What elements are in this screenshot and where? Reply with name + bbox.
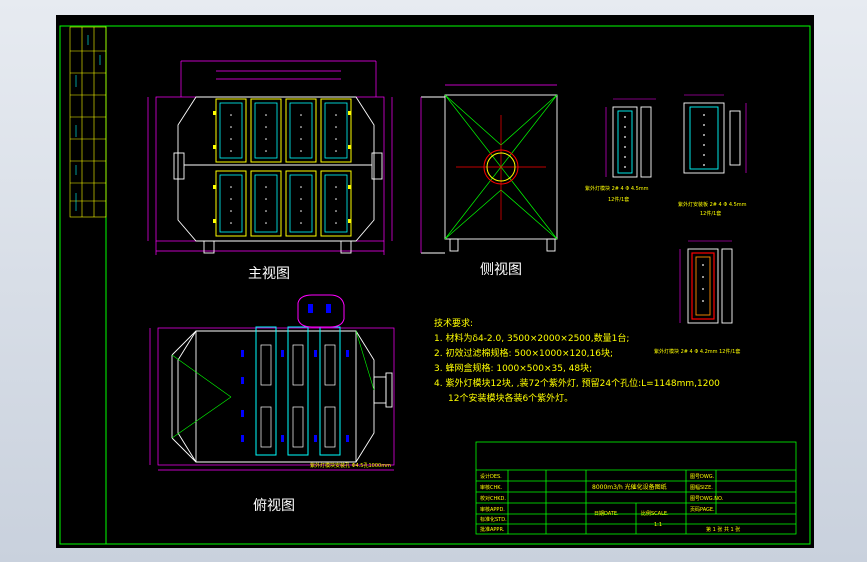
title-block-scale-label: 比例SCALE.	[641, 511, 669, 517]
title-block	[475, 441, 797, 535]
top-view-modules	[255, 326, 341, 456]
side-view-label: 侧视图	[480, 262, 522, 278]
top-view-dimensions	[149, 327, 395, 471]
detail-uv-module-2	[679, 240, 733, 324]
main-view	[147, 60, 393, 255]
top-view-note: 紫外灯模块安装孔 Φ4.5孔1000mm	[310, 463, 391, 469]
tech-item: 12个安装模块各装6个紫外灯。	[448, 394, 574, 404]
technical-requirements: 技术要求: 1. 材料为δ4-2.0, 3500×2000×2500,数量1台;…	[434, 317, 720, 407]
main-view-lamp-dots	[230, 114, 337, 224]
detail-uv-module-holes	[624, 116, 626, 168]
tech-item: 2. 初效过滤棉规格: 500×1000×120,16块;	[434, 349, 614, 359]
side-view	[420, 84, 558, 254]
tech-item: 1. 材料为δ4-2.0, 3500×2000×2500,数量1台;	[434, 334, 630, 344]
main-view-frame-clips	[213, 111, 351, 223]
title-block-right-label: 页码PAGE.	[690, 507, 715, 513]
main-view-inner-frames	[219, 102, 348, 233]
detail-mount-plate	[683, 94, 747, 174]
top-view-lamp-marks	[241, 350, 349, 442]
drawing-sheet: 主视图 侧视图 俯视图 技术要求: 1. 材料为δ4-2.0, 3500×200…	[56, 15, 814, 548]
main-view-label: 主视图	[248, 266, 290, 282]
title-block-sheet-count: 第 1 张 共 1 张	[706, 527, 741, 533]
top-view-body	[171, 330, 393, 463]
detail-mount-plate-holes	[703, 114, 705, 166]
title-block-label: 设计DES.	[480, 474, 502, 480]
drawing-canvas	[59, 25, 811, 545]
detail-caption: 12件/1套	[700, 211, 722, 217]
title-block-label: 审核APPD.	[480, 507, 505, 513]
tech-item: 3. 蜂网盒规格: 1000×500×35, 48块;	[434, 364, 593, 374]
main-view-body	[173, 96, 383, 242]
side-view-outlet	[483, 149, 519, 185]
top-view-module-inner	[260, 344, 336, 448]
detail-caption: 紫外灯安装板 2# 4 Φ 4.5mm	[678, 202, 747, 208]
revision-strip	[69, 26, 107, 218]
top-view-diagonals	[171, 330, 375, 439]
tech-title: 技术要求:	[434, 319, 474, 329]
detail-caption: 紫外灯模块 2# 4 Φ 4.5mm	[585, 186, 649, 192]
title-block-label: 批准APPR.	[480, 527, 505, 533]
title-block-label: 校对CHKD.	[480, 496, 506, 502]
detail-caption: 紫外灯模块 2# 4 Φ 4.2mm 12件/1套	[654, 349, 741, 355]
title-block-label: 标准化STD.	[480, 517, 507, 523]
side-view-centerlines	[456, 115, 546, 220]
title-block-label: 审核CHK.	[480, 485, 503, 491]
title-block-scale-value: 1:1	[654, 522, 663, 528]
detail-uv-module	[605, 98, 656, 178]
side-view-body	[444, 94, 558, 240]
tech-item: 4. 紫外灯模块12块, ,装72个紫外灯, 预留24个孔位:L=1148mm,…	[434, 379, 720, 389]
revision-strip-cyan	[75, 35, 101, 211]
main-view-filter-frames	[215, 98, 352, 237]
top-view	[149, 294, 395, 471]
title-block-right-label: 图幅SIZE.	[690, 485, 713, 491]
title-block-right-label: 图号DWG.	[690, 474, 715, 480]
title-block-date-label: 日期DATE.	[594, 511, 619, 517]
main-view-legs	[203, 240, 352, 254]
title-block-right-label: 图号DWG.NO.	[690, 496, 724, 502]
title-block-drawing-name: 8000m3/h 光催化设备图纸	[592, 484, 667, 491]
detail-uv-module-2-holes	[702, 264, 704, 302]
top-view-label: 俯视图	[253, 498, 295, 514]
sheet-border	[59, 25, 811, 545]
top-view-fan-housing	[297, 294, 345, 328]
detail-caption: 12件/1套	[608, 197, 630, 203]
